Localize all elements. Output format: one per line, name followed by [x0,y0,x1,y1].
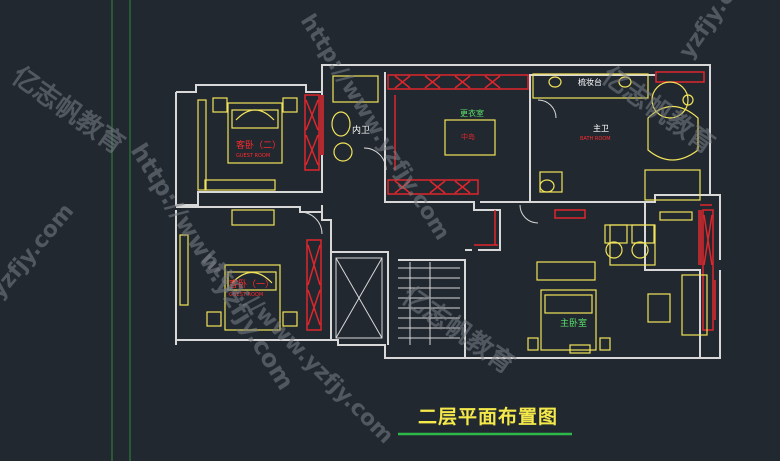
room-label-guest-room-1: 客卧（一） [229,278,274,290]
room-label-inner-bath: 内卫 [352,124,370,136]
watermark-url-3: http://www.yzfjy.com [196,247,398,449]
furniture [179,73,708,354]
room-labels: 客卧（二） GUEST ROOM 客卧（一） GUEST ROOM 内卫 更衣室… [229,77,611,329]
door-swings [299,99,557,235]
room-label-guest-room-2: 客卧（二） [236,139,281,151]
cabinets [320,95,716,320]
guide-lines [111,0,131,461]
room-label-guest-room-2-en: GUEST ROOM [236,153,270,159]
watermark-brand-3: 亿志帆教育 [596,60,720,160]
walls [175,64,721,359]
room-label-master-bath: 主卫 [593,123,609,133]
room-label-closet: 更衣室 [460,108,484,118]
room-label-master-bed: 主卧室 [560,317,587,329]
watermark-domain-2: yzfjy.com [0,199,79,304]
fixtures-red [304,71,714,331]
watermark-brand-2: 亿志帆教育 [396,280,520,380]
room-label-master-bath-en: BATH ROOM [580,136,611,142]
drawing-title: 二层平面布置图 [418,406,559,428]
room-label-guest-room-1-en: GUEST ROOM [229,292,263,298]
room-label-island: 中岛 [461,132,475,141]
watermark-domain: yzfjy.com [674,0,761,63]
room-label-vanity: 梳妆台 [578,77,602,87]
